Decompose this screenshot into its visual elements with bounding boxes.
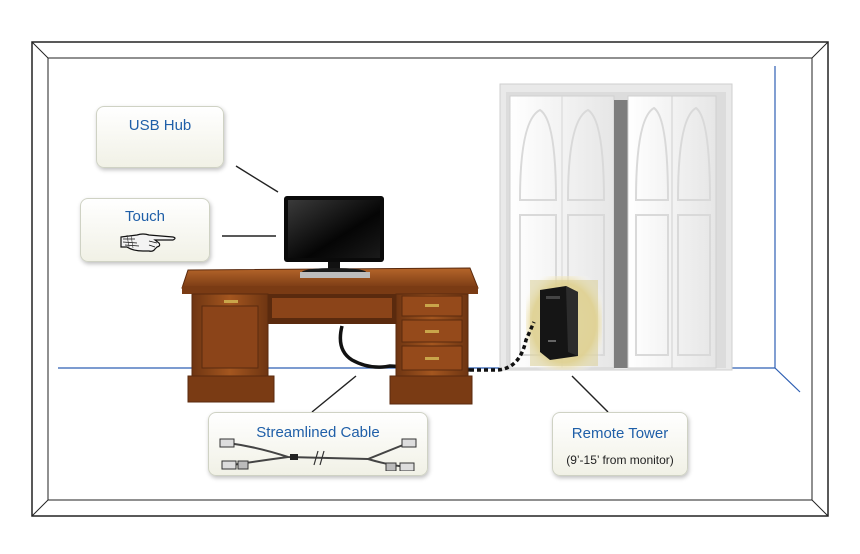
remote-tower-distance: (9’-15’ from monitor) xyxy=(566,453,674,467)
cable-callout: Streamlined Cable xyxy=(208,412,428,476)
leader-lines xyxy=(222,165,609,413)
cable-label: Streamlined Cable xyxy=(256,424,380,441)
remote-tower xyxy=(526,276,602,370)
room-frame xyxy=(31,41,829,517)
remote-tower-callout: Remote Tower (9’-15’ from monitor) xyxy=(552,412,688,476)
remote-tower-label: Remote Tower xyxy=(571,425,669,442)
usb-cable-icon xyxy=(219,438,417,471)
touch-label: Touch xyxy=(124,208,166,225)
monitor xyxy=(284,196,384,278)
touch-callout: Touch xyxy=(80,198,210,262)
usb-hub-callout: USB Hub xyxy=(96,106,224,168)
cable xyxy=(338,321,536,372)
desk xyxy=(181,267,479,405)
pointing-hand-icon xyxy=(120,233,176,252)
closet-doors xyxy=(499,83,733,371)
usb-hub-label: USB Hub xyxy=(128,117,192,134)
